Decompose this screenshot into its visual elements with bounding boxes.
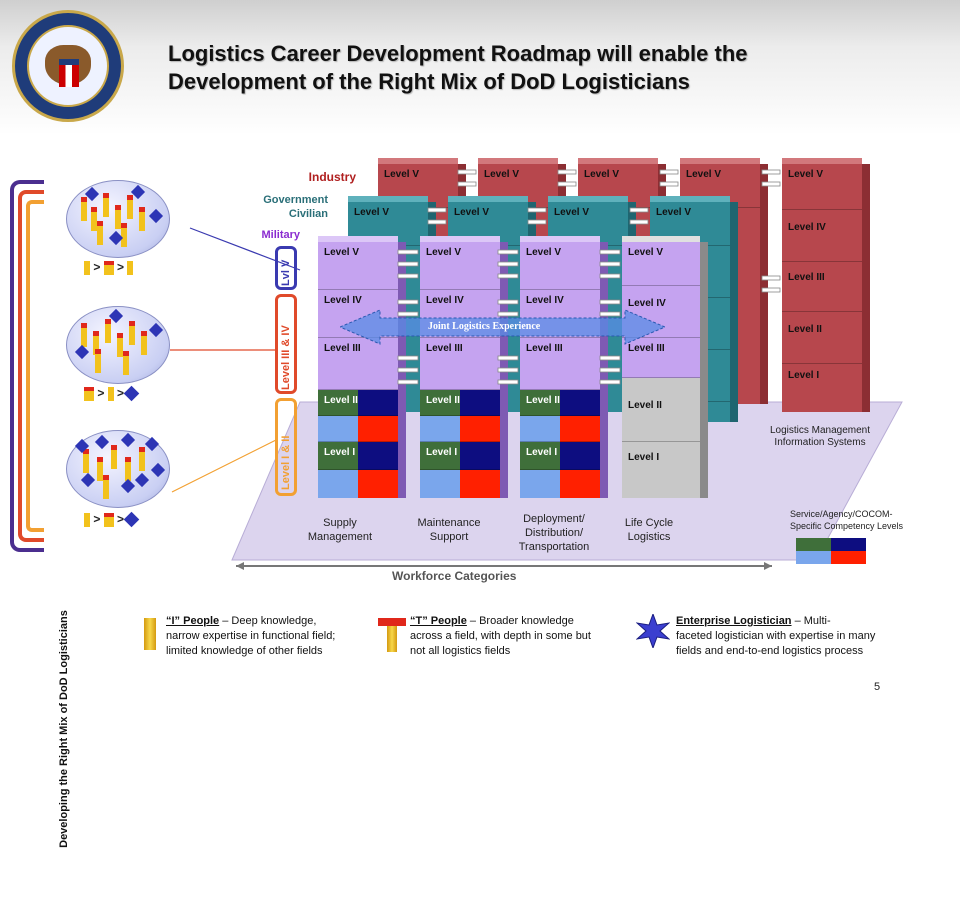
industry-column-lmis: Level V Level IV Level III Level II Leve… — [782, 158, 870, 412]
connector-arrows — [397, 169, 781, 385]
tier-industry: Industry — [308, 170, 356, 184]
level-box-iii-iv — [275, 294, 297, 394]
left-bracket-orange — [26, 200, 44, 532]
joint-logistics-arrow — [340, 309, 665, 345]
legend-enterprise: Enterprise Logistician – Multi- faceted … — [676, 615, 876, 657]
tier-military: Military — [261, 229, 300, 241]
page-number: 5 — [874, 681, 881, 693]
people-group-military — [66, 180, 170, 258]
title-line-2: Development of the Right Mix of DoD Logi… — [168, 69, 690, 94]
tier-civilian: Civilian — [288, 208, 328, 220]
t-person-icon — [378, 618, 406, 652]
people-group-civilian — [66, 306, 170, 384]
joint-logistics-label: Joint Logistics Experience — [428, 321, 541, 332]
level-box-i-ii — [275, 398, 297, 496]
category-deployment: Deployment/Distribution/Transportation — [518, 513, 590, 553]
i-person-icon — [144, 618, 156, 650]
left-bracket-red — [18, 190, 44, 542]
level-box-v — [275, 246, 297, 290]
service-levels-label: Service/Agency/COCOM-Specific Competency… — [790, 509, 904, 531]
ratio-military: > > — [84, 260, 134, 275]
enterprise-logistician-icon — [636, 614, 670, 648]
people-group-industry — [66, 430, 170, 508]
service-levels-swatch — [796, 538, 866, 564]
tier-government: Government — [263, 194, 328, 206]
dod-seal-logo — [12, 10, 124, 122]
military-column-lifecycle: Level V Level IV Level III Level II Leve… — [622, 236, 708, 498]
ratio-civilian: > > — [84, 386, 140, 402]
shield-icon — [59, 59, 79, 87]
seal-inner-ring — [27, 25, 109, 107]
legend-i-people: “I” People – Deep knowledge, narrow expe… — [166, 615, 336, 657]
legend-t-people: “T” People – Broader knowledge across a … — [410, 615, 591, 657]
header-band — [0, 0, 960, 135]
workforce-categories-label: Workforce Categories — [392, 569, 517, 583]
left-bracket-purple — [10, 180, 44, 552]
ratio-industry: > > — [84, 512, 140, 528]
page-title: Logistics Career Development Roadmap wil… — [168, 40, 928, 96]
title-line-1: Logistics Career Development Roadmap wil… — [168, 41, 748, 66]
